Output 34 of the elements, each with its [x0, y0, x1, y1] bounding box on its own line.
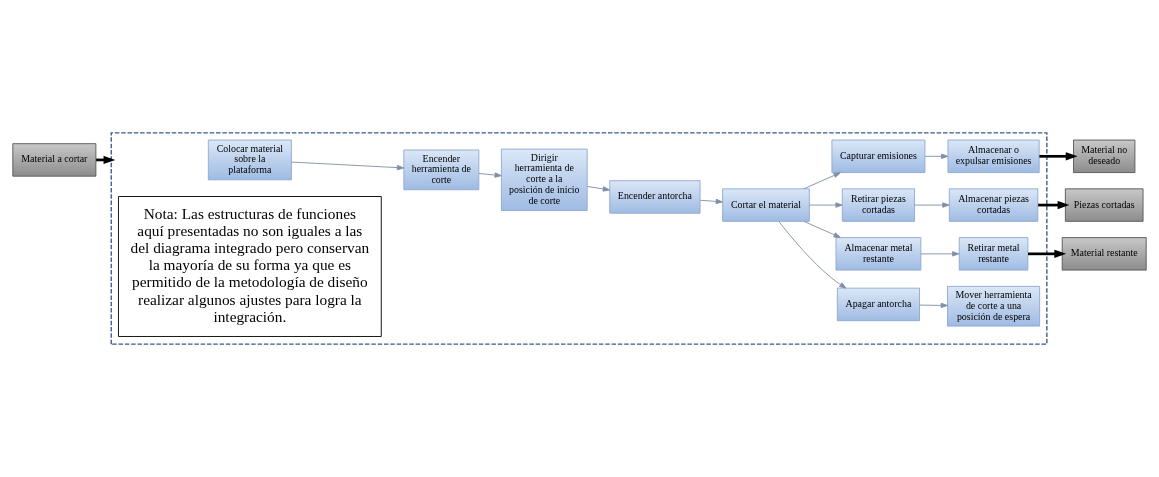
node-box: Material no deseado [1073, 139, 1136, 173]
node-box: Capturar emisiones [831, 139, 926, 173]
node-box: Almacenar piezas cortadas [948, 188, 1039, 222]
arrow [478, 172, 502, 178]
arrow [1028, 249, 1067, 258]
node-box: Retirar metal restante [958, 237, 1029, 271]
arrow [291, 161, 405, 171]
arrow [808, 202, 843, 208]
arrow [778, 221, 847, 289]
arrow [1039, 152, 1078, 161]
node-box: Encender antorcha [609, 180, 701, 214]
arrow [920, 251, 960, 257]
arrow [803, 172, 841, 190]
cluster [110, 132, 1048, 345]
node-box: Cortar el material [722, 188, 810, 222]
node-box: Almacenar o expulsar emisiones [947, 139, 1040, 173]
arrow [803, 221, 841, 238]
node-box: Dirigir herramienta de corte a la posición de inicio de corte [500, 148, 588, 211]
arrow [919, 302, 948, 309]
node-box: Mover herramienta de corte a una posición de espera [947, 285, 1041, 327]
arrow [586, 186, 610, 192]
arrow [1038, 200, 1070, 210]
arrow [914, 202, 950, 208]
node-box: Material a cortar [12, 143, 97, 177]
arrow [699, 198, 723, 205]
node-box: Almacenar metal restante [835, 237, 922, 271]
node-box: Piezas cortadas [1064, 188, 1144, 222]
node-box: Retirar piezas cortadas [841, 188, 915, 222]
node-box: Encender herramienta de corte [403, 149, 480, 191]
node-box: Material restante [1061, 237, 1147, 271]
node-box: Colocar material sobre la plataforma [207, 139, 292, 181]
node-box: Apagar antorcha [836, 287, 920, 322]
arrow [924, 153, 949, 159]
node-box: Nota: Las estructuras de funciones aquí presentadas no son iguales a las del diagrama integrado pero conservan la mayoría de su forma ya que es permitido de la metodología de diseño realizar algunos ajustes para logra la integración. [118, 196, 382, 337]
